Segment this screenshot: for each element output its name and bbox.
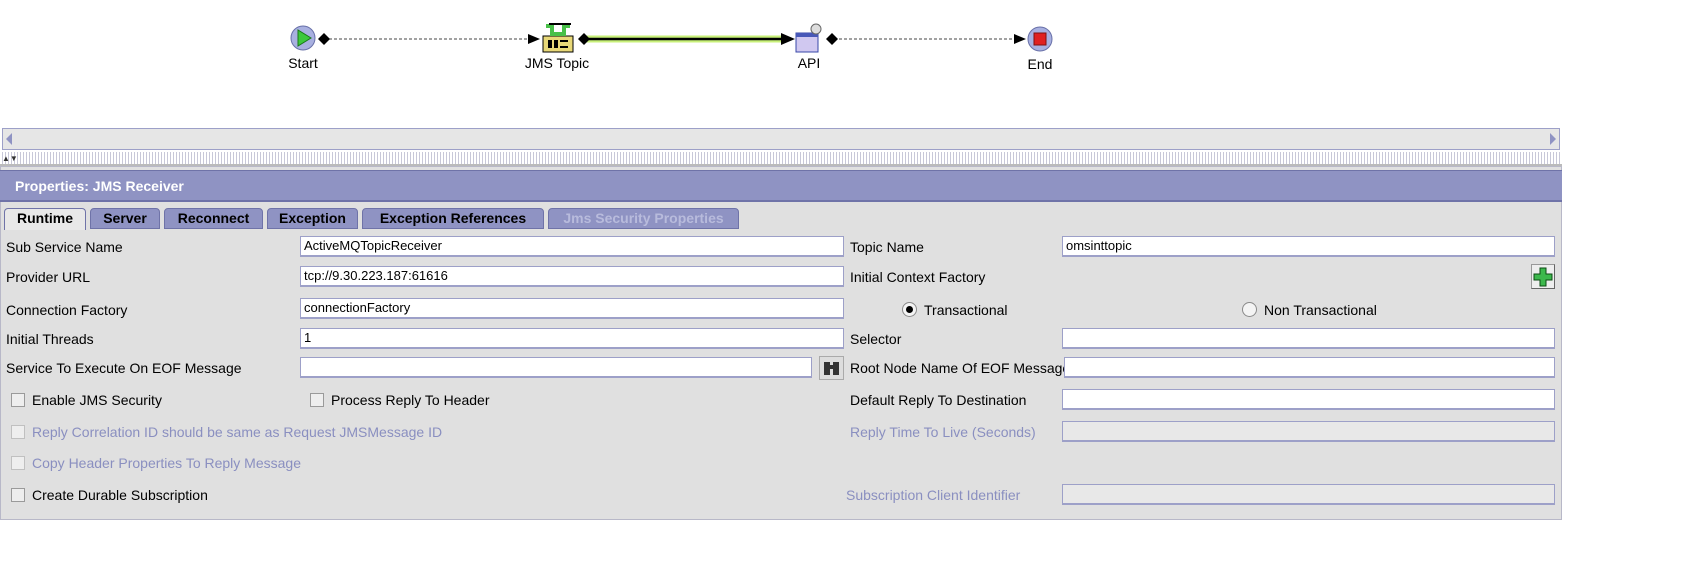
node-label-end: End xyxy=(1027,56,1053,72)
node-label-api: API xyxy=(797,55,821,71)
tab-exception-references[interactable]: Exception References xyxy=(362,208,544,229)
label-sub-service-name: Sub Service Name xyxy=(6,239,123,255)
label-initial-context-factory: Initial Context Factory xyxy=(850,269,986,285)
label-durable-subscription: Create Durable Subscription xyxy=(32,487,208,503)
tab-server[interactable]: Server xyxy=(90,208,160,229)
transactional-radio[interactable] xyxy=(902,302,917,317)
enable-jms-security-checkbox[interactable] xyxy=(11,393,25,407)
label-transactional: Transactional xyxy=(924,302,1008,318)
sub-service-name-input[interactable]: ActiveMQTopicReceiver xyxy=(300,236,844,257)
durable-subscription-checkbox[interactable] xyxy=(11,488,25,502)
properties-title: Properties: JMS Receiver xyxy=(0,170,1562,202)
browse-service-button[interactable] xyxy=(819,356,844,380)
copy-header-checkbox xyxy=(11,456,25,470)
label-default-reply: Default Reply To Destination xyxy=(850,392,1027,408)
process-reply-checkbox[interactable] xyxy=(310,393,324,407)
default-reply-input[interactable] xyxy=(1062,389,1555,410)
label-process-reply: Process Reply To Header xyxy=(331,392,490,408)
start-icon[interactable] xyxy=(290,25,316,51)
service-eof-input[interactable] xyxy=(300,357,812,378)
reply-correlation-checkbox xyxy=(11,425,25,439)
provider-url-input[interactable]: tcp://9.30.223.187:61616 xyxy=(300,266,844,287)
label-selector: Selector xyxy=(850,331,902,347)
api-icon[interactable] xyxy=(795,23,822,53)
subscription-client-input xyxy=(1062,484,1555,505)
label-subscription-client: Subscription Client Identifier xyxy=(846,487,1021,503)
tab-exception[interactable]: Exception xyxy=(267,208,358,229)
splitter[interactable]: ▲▼ xyxy=(0,152,1562,166)
non-transactional-radio[interactable] xyxy=(1242,302,1257,317)
label-connection-factory: Connection Factory xyxy=(6,302,128,318)
plus-icon xyxy=(1533,267,1553,287)
horizontal-scrollbar[interactable] xyxy=(2,128,1560,150)
jms-topic-icon[interactable] xyxy=(542,23,574,53)
topic-name-input[interactable]: omsinttopic xyxy=(1062,236,1555,257)
label-non-transactional: Non Transactional xyxy=(1264,302,1377,318)
label-provider-url: Provider URL xyxy=(6,269,91,285)
splitter-arrows-icon[interactable]: ▲▼ xyxy=(2,154,18,163)
reply-ttl-input xyxy=(1062,421,1555,442)
scroll-right-icon[interactable] xyxy=(1550,133,1556,145)
tab-jms-security-properties: Jms Security Properties xyxy=(548,208,739,229)
flow-connectors xyxy=(290,23,1053,53)
node-label-start: Start xyxy=(288,55,318,71)
binoculars-icon xyxy=(824,362,839,375)
initial-threads-input[interactable]: 1 xyxy=(300,328,844,349)
label-reply-ttl: Reply Time To Live (Seconds) xyxy=(850,424,1036,440)
add-context-factory-button[interactable] xyxy=(1531,264,1555,289)
connection-factory-input[interactable]: connectionFactory xyxy=(300,298,844,319)
label-service-eof: Service To Execute On EOF Message xyxy=(6,360,242,376)
root-node-eof-input[interactable] xyxy=(1064,357,1555,378)
end-icon[interactable] xyxy=(1027,26,1053,52)
node-label-jms-topic: JMS Topic xyxy=(524,55,590,71)
label-copy-header: Copy Header Properties To Reply Message xyxy=(32,455,301,471)
connector-diamond xyxy=(318,33,330,45)
label-reply-correlation: Reply Correlation ID should be same as R… xyxy=(32,424,443,440)
tab-runtime[interactable]: Runtime xyxy=(4,208,86,230)
label-enable-jms-security: Enable JMS Security xyxy=(32,392,162,408)
label-initial-threads: Initial Threads xyxy=(6,331,94,347)
tab-reconnect[interactable]: Reconnect xyxy=(164,208,263,229)
selector-input[interactable] xyxy=(1062,328,1555,349)
scroll-left-icon[interactable] xyxy=(6,133,12,145)
label-root-node-eof: Root Node Name Of EOF Message xyxy=(850,360,1071,376)
label-topic-name: Topic Name xyxy=(850,239,924,255)
